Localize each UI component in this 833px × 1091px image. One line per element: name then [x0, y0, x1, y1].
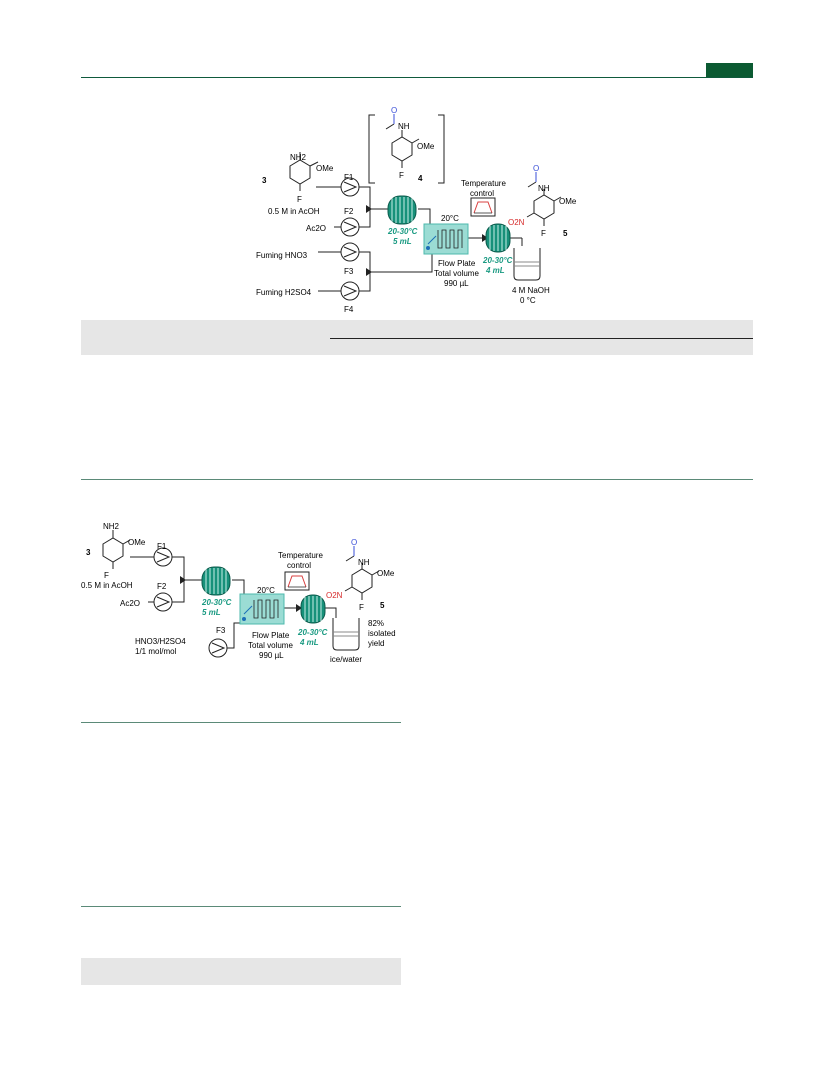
b-plate-name: Flow Plate — [252, 631, 290, 640]
plate-total: Total volume — [434, 269, 479, 278]
product-5-nh: NH — [538, 184, 550, 193]
flow-scheme-bottom: NH2 OMe F 3 0.5 M in AcOH F1 F2 F3 Ac2O … — [81, 522, 396, 664]
flow-scheme-top: NH2 OMe F 3 0.5 M in AcOH F1 F2 F3 F4 Ac… — [256, 106, 577, 314]
b-product-5-no2: O2N — [326, 591, 343, 600]
flow-plate — [423, 223, 469, 255]
b-coil-2-volume: 4 mL — [299, 638, 319, 647]
b-reactor-coil-1 — [201, 566, 231, 596]
b-compound-3-ome: OMe — [128, 538, 146, 547]
intermediate-4-o: O — [391, 106, 397, 115]
b-product-5-nh: NH — [358, 558, 370, 567]
pump-f1-label: F1 — [344, 173, 354, 182]
b-product-5-label: 5 — [380, 601, 385, 610]
header-rule — [81, 77, 753, 78]
intermediate-4-nh: NH — [398, 122, 410, 131]
compound-3-f: F — [297, 195, 302, 204]
table-column-rule — [330, 338, 753, 339]
intermediate-4-label: 4 — [418, 174, 423, 183]
b-reagent-acid-line1: HNO3/H2SO4 — [135, 637, 186, 646]
bottom-table-bar — [81, 958, 401, 985]
coil-1-volume: 5 mL — [393, 237, 412, 246]
coil-1-temp: 20-30°C — [387, 227, 418, 236]
b-reagent-acid-line2: 1/1 mol/mol — [135, 647, 177, 656]
temperature-control-unit — [470, 197, 496, 217]
b-temperature-control-unit — [284, 571, 310, 591]
intermediate-4-ome: OMe — [417, 142, 435, 151]
quench-beaker — [513, 248, 541, 281]
b-product-5-structure — [344, 546, 380, 600]
reagent-fuming-h2so4: Fuming H2SO4 — [256, 288, 312, 297]
b-quench: ice/water — [330, 655, 362, 664]
pump-f4-label: F4 — [344, 305, 354, 314]
compound-3-label: 3 — [262, 176, 267, 185]
b-reactor-coil-2 — [300, 594, 326, 624]
b-plate-total: Total volume — [248, 641, 293, 650]
column-rule — [81, 906, 401, 907]
b-product-5-ome: OMe — [377, 569, 395, 578]
b-yield-line2: isolated — [368, 629, 396, 638]
table-header-bar — [81, 320, 753, 355]
product-5-o: O — [533, 164, 539, 173]
b-yield-line3: yield — [368, 639, 384, 648]
quench-line1: 4 M NaOH — [512, 286, 550, 295]
b-compound-3-solvent: 0.5 M in AcOH — [81, 581, 133, 590]
intermediate-4-structure — [368, 114, 445, 184]
product-5-structure — [526, 172, 562, 226]
b-pump-f1-label: F1 — [157, 542, 167, 551]
b-coil-1-volume: 5 mL — [202, 608, 221, 617]
product-5-label: 5 — [563, 229, 568, 238]
b-temp-control-line1: Temperature — [278, 551, 323, 560]
temp-control-line1: Temperature — [461, 179, 506, 188]
b-product-5-f: F — [359, 603, 364, 612]
reagent-ac2o: Ac2O — [306, 224, 326, 233]
b-temp-control-line2: control — [287, 561, 311, 570]
pump-f2-label: F2 — [344, 207, 354, 216]
b-plate-volume: 990 µL — [259, 651, 284, 660]
scheme-bottom-rule — [81, 722, 401, 723]
compound-3-structure — [289, 152, 319, 191]
reactor-coil-1 — [387, 195, 417, 225]
b-coil-1-temp: 20-30°C — [201, 598, 232, 607]
b-yield-line1: 82% — [368, 619, 384, 628]
b-compound-3-structure — [102, 530, 131, 569]
b-compound-3-label: 3 — [86, 548, 91, 557]
product-5-no2: O2N — [508, 218, 525, 227]
b-flow-plate — [239, 593, 285, 625]
table-bottom-rule — [81, 479, 753, 480]
intermediate-4-f: F — [399, 171, 404, 180]
compound-3-ome: OMe — [316, 164, 334, 173]
b-compound-3-f: F — [104, 571, 109, 580]
compound-3-nh2: NH2 — [290, 153, 307, 162]
plate-temp: 20°C — [441, 214, 459, 223]
pump-f3-label: F3 — [344, 267, 354, 276]
product-5-ome: OMe — [559, 197, 577, 206]
b-plate-temp: 20°C — [257, 586, 275, 595]
plate-volume: 990 µL — [444, 279, 469, 288]
b-product-5-o: O — [351, 538, 357, 547]
coil-2-volume: 4 mL — [485, 266, 505, 275]
coil-2-temp: 20-30°C — [482, 256, 513, 265]
temp-control-line2: control — [470, 189, 494, 198]
quench-line2: 0 °C — [520, 296, 536, 305]
product-5-f: F — [541, 229, 546, 238]
b-quench-beaker — [332, 618, 360, 651]
b-reagent-ac2o: Ac2O — [120, 599, 140, 608]
b-coil-2-temp: 20-30°C — [297, 628, 328, 637]
compound-3-solvent: 0.5 M in AcOH — [268, 207, 320, 216]
plate-name: Flow Plate — [438, 259, 476, 268]
b-pump-f3-label: F3 — [216, 626, 226, 635]
reactor-coil-2 — [485, 223, 511, 253]
reagent-fuming-hno3: Fuming HNO3 — [256, 251, 308, 260]
journal-tab-marker — [706, 63, 753, 77]
b-pump-f2-label: F2 — [157, 582, 167, 591]
b-compound-3-nh2: NH2 — [103, 522, 120, 531]
